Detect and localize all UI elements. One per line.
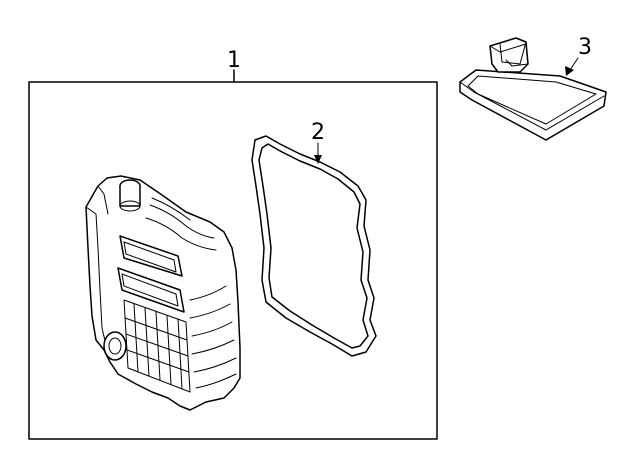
callout-1[interactable]: 1 <box>227 48 241 73</box>
transmission-filter <box>459 37 607 141</box>
oil-pan <box>85 175 241 411</box>
callout-2[interactable]: 2 <box>311 120 325 145</box>
pan-gasket <box>251 135 377 357</box>
callout-2-leader <box>314 142 322 164</box>
callout-3[interactable]: 3 <box>578 35 592 60</box>
callout-3-leader <box>565 57 579 76</box>
assembly-frame <box>28 69 438 440</box>
